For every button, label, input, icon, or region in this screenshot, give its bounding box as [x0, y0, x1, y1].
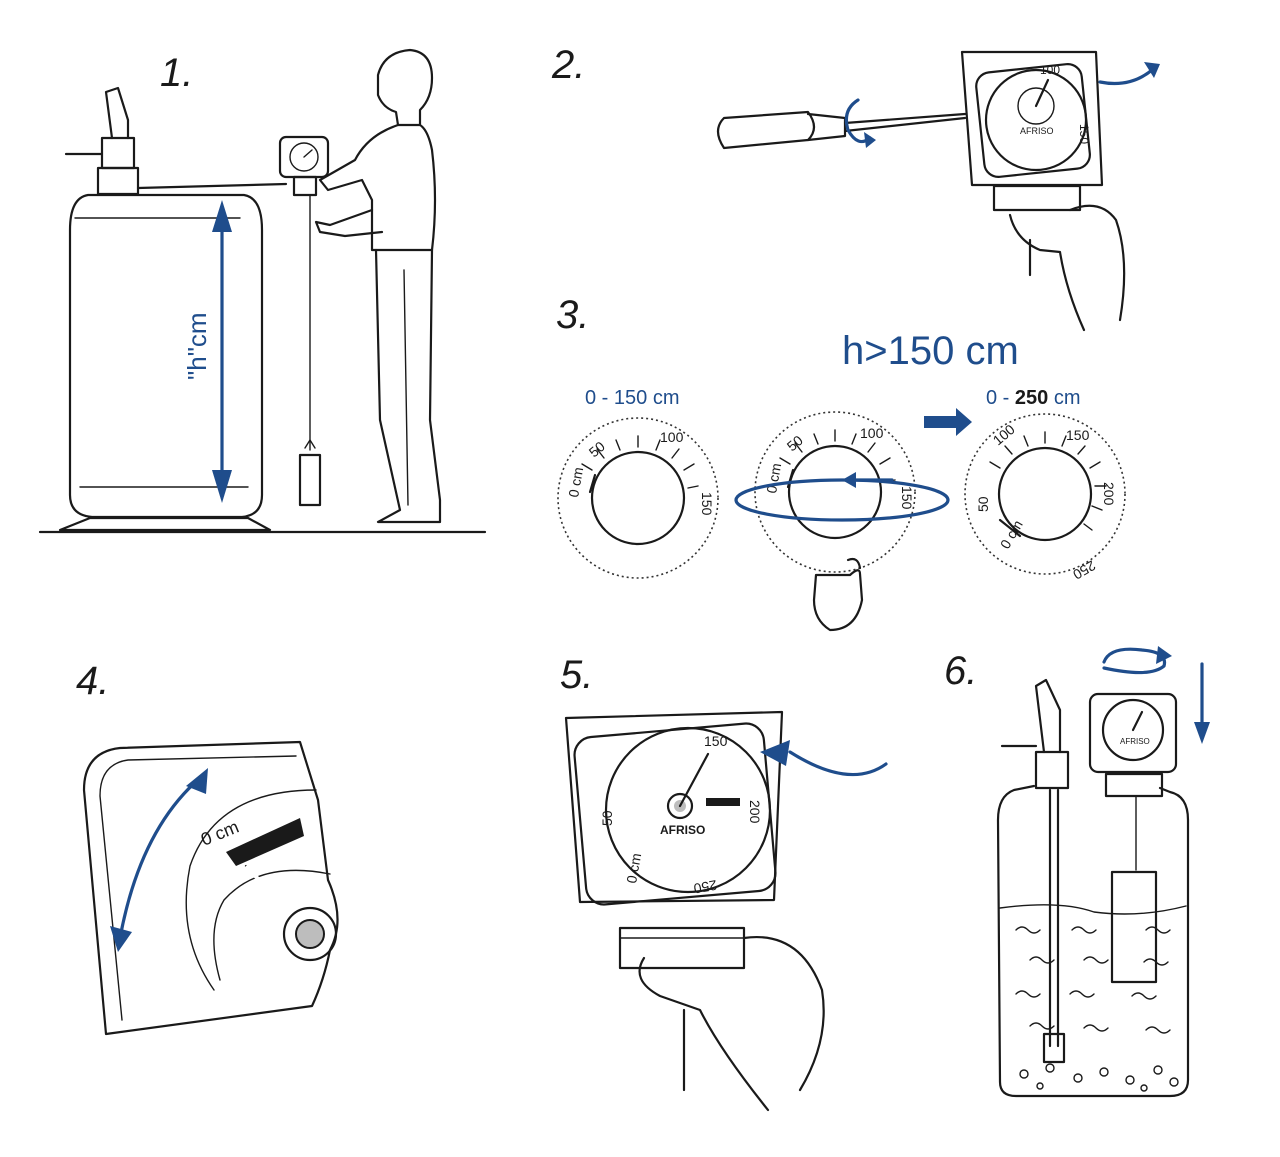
step5-tick-250: 250 — [692, 877, 718, 897]
dial-a-tick-0: 0 cm — [565, 466, 586, 499]
person-illustration — [314, 48, 442, 524]
dial-a-tick-50: 50 — [586, 438, 608, 460]
dial-rotating: 0 cm 50 100 150 — [734, 411, 950, 632]
height-condition: h>150 cm — [842, 329, 1019, 373]
step-3-number: 3. — [556, 293, 589, 337]
step5-brand: AFRISO — [660, 823, 705, 837]
dial-b-tick-50: 50 — [784, 432, 806, 454]
sediment — [1019, 1063, 1179, 1092]
gauge-with-float — [278, 135, 330, 507]
range-large-label: 0 - 250 cm — [986, 387, 1081, 409]
tank-step6 — [996, 784, 1190, 1098]
dial-c-tick-200: 200 — [1101, 482, 1117, 506]
step-3-panel: 3. h>150 cm 0 - 150 cm 0 cm 50 100 150 — [556, 293, 1126, 632]
step2-tick-100: 100 — [1040, 63, 1060, 77]
dial-c-tick-250: 250 — [1070, 557, 1098, 583]
tank-illustration: "h"cm — [38, 86, 487, 534]
switch-arrow — [924, 408, 972, 436]
step5-tick-50: 50 — [599, 810, 615, 826]
float-step6 — [1110, 870, 1158, 984]
step2-tick-150: 150 — [1077, 124, 1091, 144]
step-5-number: 5. — [560, 653, 593, 697]
dial-c-tick-100: 100 — [990, 421, 1018, 448]
step2-brand: AFRISO — [1020, 126, 1054, 136]
range-small-label: 0 - 150 cm — [585, 387, 679, 409]
dial-b-tick-150: 150 — [899, 486, 915, 510]
step-4-number: 4. — [76, 659, 109, 703]
gauge-face-closeup — [82, 740, 339, 1036]
dial-a-tick-150: 150 — [699, 492, 715, 516]
dial-b-tick-100: 100 — [860, 425, 884, 441]
hand-step5 — [638, 936, 825, 1112]
gauge-step2: 100 150 AFRISO — [960, 50, 1160, 212]
height-label: "h"cm — [182, 312, 212, 380]
hand-step2 — [1008, 204, 1126, 332]
step5-tick-200: 200 — [747, 800, 763, 824]
liquid-waves — [1015, 926, 1171, 1034]
step-4-panel: 4. 0 cm — [76, 659, 339, 1036]
dial-c-tick-150: 150 — [1066, 427, 1090, 443]
step-2-panel: 2. 100 150 AFRISO — [551, 43, 1160, 332]
gauge-step5-dial — [604, 726, 772, 894]
step-6-number: 6. — [944, 649, 977, 693]
dial-b-tick-0: 0 cm — [763, 462, 784, 495]
step6-brand: AFRISO — [1120, 737, 1150, 746]
step-1-panel: 1. "h"cm — [38, 48, 487, 534]
step-6-panel: 6. AFRISO — [944, 646, 1210, 1098]
step5-tick-0: 0 cm — [623, 852, 644, 885]
zero-band — [226, 818, 304, 866]
dial-0-150: 0 - 150 cm 0 cm 50 100 150 — [557, 387, 719, 579]
dial-c-tick-50: 50 — [975, 496, 991, 512]
zero-label: 0 cm — [198, 817, 242, 850]
dial-0-150-ticks — [581, 435, 699, 489]
dial-0-250: 0 - 250 cm 0 cm 50 100 150 200 250 — [964, 387, 1126, 583]
step-2-number: 2. — [551, 43, 585, 87]
dial-a-tick-100: 100 — [660, 429, 684, 445]
step5-tick-150: 150 — [704, 733, 728, 749]
step-1-number: 1. — [160, 51, 193, 95]
pointer-hub — [282, 906, 338, 962]
screwdriver-illustration — [716, 98, 967, 150]
step-5-panel: 5. 150 200 250 0 cm 50 AFRISO — [560, 653, 888, 1112]
